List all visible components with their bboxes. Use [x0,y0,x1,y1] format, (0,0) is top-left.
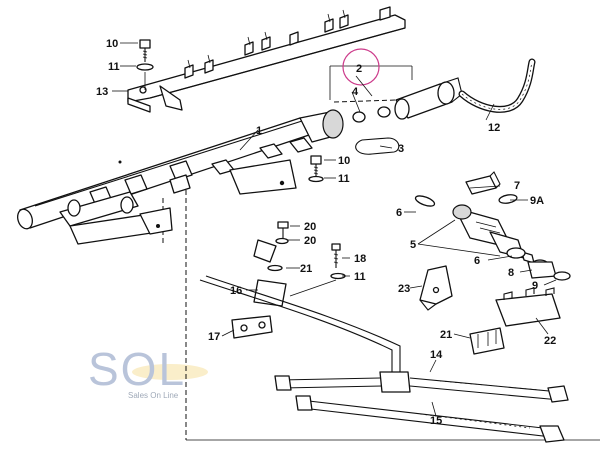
callout-6-lower: 6 [474,255,480,267]
assembly-boundary [162,190,600,441]
callout-labels: 13 10 11 1 2 4 3 10 11 6 7 9A 5 6 8 9 12… [96,38,556,427]
callout-2: 2 [356,63,362,75]
highlight-circle [342,48,380,86]
sensor-assembly [231,221,346,339]
callout-20-upper: 20 [304,235,316,247]
rail-branch-tube [59,174,191,245]
callout-20-lower: 21 [300,263,312,275]
fuel-injector [414,195,571,281]
callout-7: 7 [514,180,520,192]
fuel-pressure-regulator [329,65,463,123]
callout-8: 8 [508,267,514,279]
callout-11-lower: 11 [354,271,366,283]
callout-1: 1 [256,125,262,137]
watermark-tagline: Sales On Line [128,391,179,400]
callout-15: 15 [430,415,442,427]
callout-11-top: 11 [108,61,120,73]
bracket-23 [419,265,453,311]
callout-14: 14 [430,349,443,361]
retaining-clip [355,137,400,155]
callout-9: 9 [532,280,538,292]
callout-23: 23 [398,283,410,295]
callout-16: 16 [230,285,242,297]
callout-10-top: 10 [106,38,118,50]
fuel-lines [199,275,569,443]
callout-3: 3 [398,143,404,155]
bolt-10-top [136,39,154,90]
callout-6-upper: 6 [396,207,402,219]
leader-lines [112,42,557,417]
vacuum-hose [458,58,536,113]
watermark-logo: SOL Sales On Line [88,343,208,400]
wiring-harness-rail [118,6,406,164]
callout-19: 20 [304,221,316,233]
callout-21: 21 [440,329,452,341]
watermark-logo-text: SOL [88,343,186,395]
callout-4: 4 [352,86,359,98]
callout-18: 18 [354,253,366,265]
callout-12: 12 [488,122,500,134]
bolt-10-center [308,155,324,183]
fuel-rail [17,109,344,230]
callout-9a: 9A [530,195,544,207]
callout-5: 5 [410,239,416,251]
callout-13: 13 [96,86,108,98]
callout-22: 22 [544,335,556,347]
bracket-22 [495,287,561,327]
injector-connector [465,171,518,204]
callout-11-center: 11 [338,173,350,185]
callout-10-center: 10 [338,155,350,167]
clip-21 [469,327,505,355]
callout-17: 17 [208,331,220,343]
